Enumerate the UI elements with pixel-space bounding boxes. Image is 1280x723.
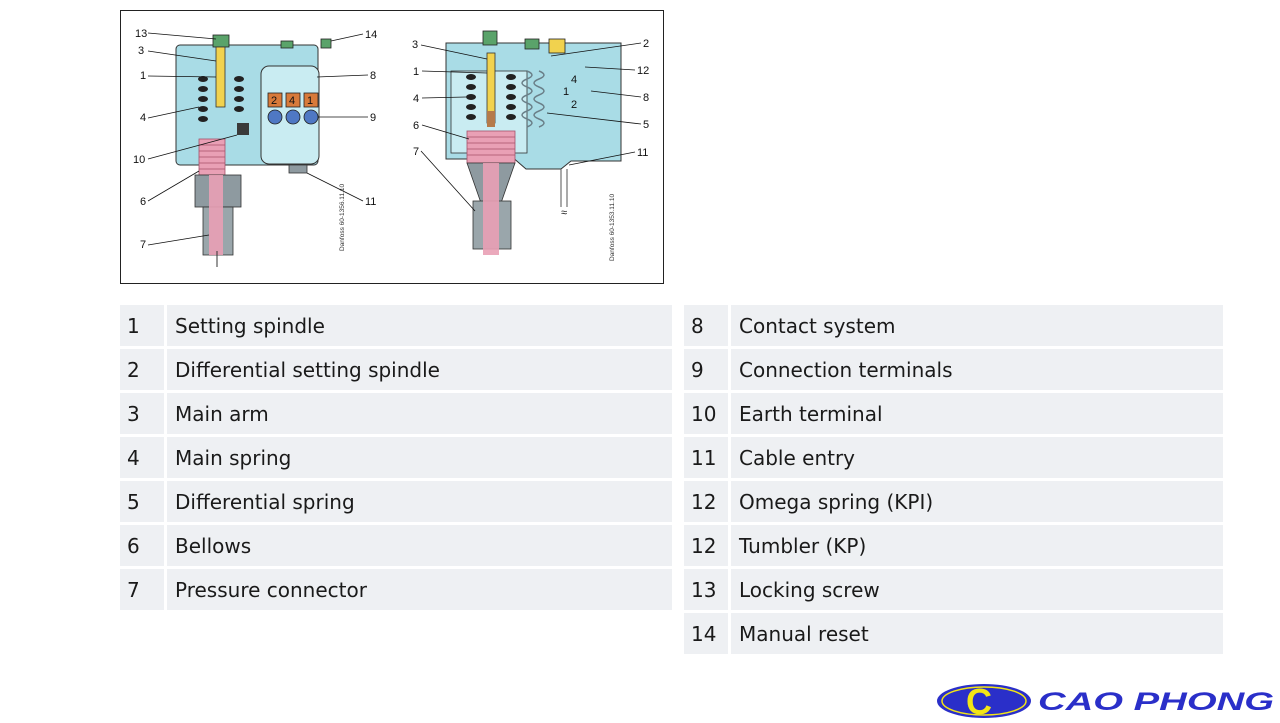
legend-table-right: 8 Contact system 9 Connection terminals … xyxy=(684,305,1223,657)
left-cross-section: 2 4 1 Danfoss 60-1356.11.10 13 3 1 4 10 … xyxy=(133,28,377,267)
pressure-switch-diagram: 2 4 1 Danfoss 60-1356.11.10 13 3 1 4 10 … xyxy=(120,10,664,284)
legend-row: 8 Contact system xyxy=(684,305,1223,346)
callout: 6 xyxy=(413,120,419,132)
callout: 11 xyxy=(637,147,648,159)
legend-number: 6 xyxy=(120,525,164,566)
legend-label: Contact system xyxy=(731,305,1223,346)
legend-table-left: 1 Setting spindle 2 Differential setting… xyxy=(120,305,672,613)
callout: 7 xyxy=(413,146,419,158)
legend-row: 10 Earth terminal xyxy=(684,393,1223,434)
callout: 11 xyxy=(365,196,376,208)
legend-label: Connection terminals xyxy=(731,349,1223,390)
callout: 3 xyxy=(412,39,418,51)
legend-number: 10 xyxy=(684,393,728,434)
callout: 6 xyxy=(140,196,146,208)
legend-row: 12 Omega spring (KPI) xyxy=(684,481,1223,522)
logo-letter: C xyxy=(966,683,992,719)
legend-row: 7 Pressure connector xyxy=(120,569,672,610)
callout: 4 xyxy=(413,93,419,105)
callout: 12 xyxy=(637,65,649,77)
callout: 14 xyxy=(365,29,377,41)
legend-number: 2 xyxy=(120,349,164,390)
callout: 1 xyxy=(140,70,146,82)
logo-mark: C CAO PHONG xyxy=(937,681,1274,722)
callout: 7 xyxy=(140,239,146,251)
legend-number: 5 xyxy=(120,481,164,522)
legend-number: 9 xyxy=(684,349,728,390)
legend-label: Main spring xyxy=(167,437,672,478)
inner-label: 1 xyxy=(563,86,569,98)
legend-row: 3 Main arm xyxy=(120,393,672,434)
legend-label: Setting spindle xyxy=(167,305,672,346)
legend-number: 4 xyxy=(120,437,164,478)
legend-row: 14 Manual reset xyxy=(684,613,1223,654)
legend-label: Tumbler (KP) xyxy=(731,525,1223,566)
legend-label: Differential setting spindle xyxy=(167,349,672,390)
legend-row: 12 Tumbler (KP) xyxy=(684,525,1223,566)
legend-number: 1 xyxy=(120,305,164,346)
legend-label: Earth terminal xyxy=(731,393,1223,434)
legend-label: Omega spring (KPI) xyxy=(731,481,1223,522)
diagram-svg: 2 4 1 Danfoss 60-1356.11.10 13 3 1 4 10 … xyxy=(133,28,649,267)
legend-number: 3 xyxy=(120,393,164,434)
legend-number: 12 xyxy=(684,525,728,566)
callout: 13 xyxy=(135,28,147,40)
inner-label: 2 xyxy=(571,99,577,111)
diagram-code: Danfoss 60-1353.11.10 xyxy=(609,194,616,261)
callout: 9 xyxy=(370,112,376,124)
legend-number: 12 xyxy=(684,481,728,522)
terminal-label: 4 xyxy=(289,95,295,107)
legend-row: 9 Connection terminals xyxy=(684,349,1223,390)
callout: 2 xyxy=(643,38,649,50)
legend-row: 1 Setting spindle xyxy=(120,305,672,346)
legend-row: 6 Bellows xyxy=(120,525,672,566)
callout: 4 xyxy=(140,112,146,124)
legend-number: 11 xyxy=(684,437,728,478)
terminal-label: 2 xyxy=(271,95,277,107)
legend-label: Main arm xyxy=(167,393,672,434)
cao-phong-logo: C CAO PHONG xyxy=(936,681,1278,722)
legend-number: 8 xyxy=(684,305,728,346)
legend-label: Differential spring xyxy=(167,481,672,522)
legend-row: 2 Differential setting spindle xyxy=(120,349,672,390)
legend-number: 14 xyxy=(684,613,728,654)
legend-row: 4 Main spring xyxy=(120,437,672,478)
logo-text: CAO PHONG xyxy=(1038,688,1274,716)
legend-number: 7 xyxy=(120,569,164,610)
legend-label: Manual reset xyxy=(731,613,1223,654)
callout: 5 xyxy=(643,119,649,131)
terminal-label: 1 xyxy=(307,95,313,107)
diagram-code: Danfoss 60-1356.11.10 xyxy=(339,184,346,251)
callout: 8 xyxy=(370,70,376,82)
legend-label: Locking screw xyxy=(731,569,1223,610)
callout: 1 xyxy=(413,66,419,78)
legend-row: 5 Differential spring xyxy=(120,481,672,522)
legend-label: Pressure connector xyxy=(167,569,672,610)
legend-label: Bellows xyxy=(167,525,672,566)
legend-row: 13 Locking screw xyxy=(684,569,1223,610)
tilde-symbol: ≈ xyxy=(561,207,567,219)
right-cross-section: ≈ 1 4 2 Danfoss 60-1353.11.10 3 1 4 6 7 … xyxy=(412,30,649,261)
callout: 8 xyxy=(643,92,649,104)
callout: 3 xyxy=(138,45,144,57)
legend-row: 11 Cable entry xyxy=(684,437,1223,478)
legend-number: 13 xyxy=(684,569,728,610)
inner-label: 4 xyxy=(571,74,577,86)
legend-label: Cable entry xyxy=(731,437,1223,478)
callout: 10 xyxy=(133,154,145,166)
